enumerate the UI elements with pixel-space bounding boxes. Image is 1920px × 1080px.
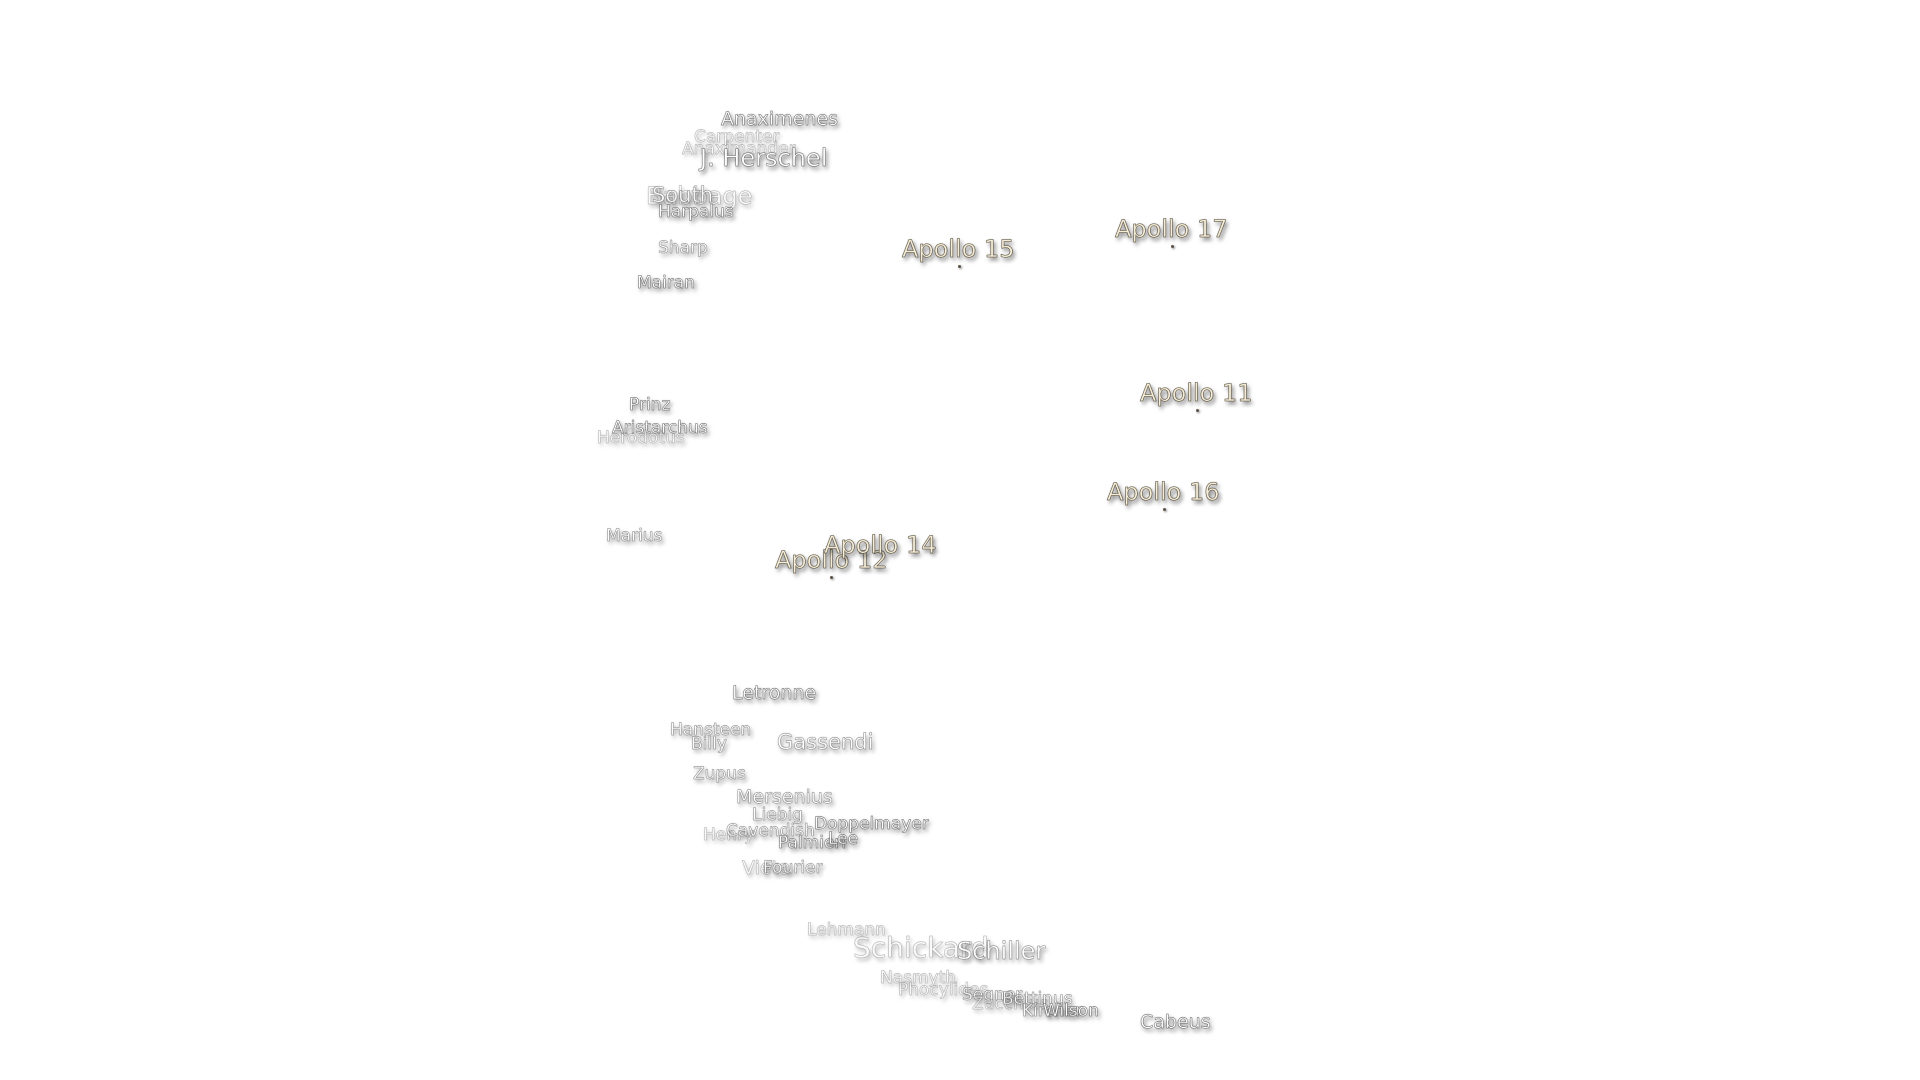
feature-label-billy[interactable]: Billy bbox=[691, 734, 727, 754]
landing-site-marker-apollo-11[interactable] bbox=[1196, 409, 1199, 412]
feature-label-segner[interactable]: Segner bbox=[962, 985, 1023, 1005]
feature-label-lehmann[interactable]: Lehmann bbox=[807, 920, 886, 940]
feature-label-schiller[interactable]: Schiller bbox=[957, 937, 1046, 965]
feature-label-prinz[interactable]: Prinz bbox=[629, 395, 671, 415]
feature-label-sharp[interactable]: Sharp bbox=[658, 238, 708, 258]
feature-label-marius[interactable]: Marius bbox=[606, 526, 663, 546]
landing-site-label-apollo-12[interactable]: Apollo 12 bbox=[775, 546, 888, 574]
landing-site-label-apollo-16[interactable]: Apollo 16 bbox=[1107, 478, 1220, 506]
feature-label-aristarchus[interactable]: Aristarchus bbox=[612, 418, 708, 438]
feature-label-carpenter[interactable]: Carpenter bbox=[694, 127, 780, 147]
landing-site-marker-apollo-15[interactable] bbox=[958, 265, 961, 268]
feature-label-mairan[interactable]: Mairan bbox=[637, 273, 695, 293]
feature-label-phocylides[interactable]: Phocylides bbox=[898, 980, 989, 1000]
feature-label-kircher[interactable]: Kircher bbox=[1022, 1001, 1083, 1021]
feature-label-lee[interactable]: Lee bbox=[828, 829, 859, 849]
feature-label-gassendi[interactable]: Gassendi bbox=[777, 730, 874, 754]
feature-label-hansteen[interactable]: Hansteen bbox=[670, 720, 752, 740]
feature-label-anaximenes[interactable]: Anaximenes bbox=[721, 108, 839, 130]
feature-label-schickard[interactable]: Schickard bbox=[853, 931, 989, 964]
landing-site-label-apollo-15[interactable]: Apollo 15 bbox=[902, 235, 1015, 263]
feature-label-vieta[interactable]: Vieta bbox=[742, 857, 791, 879]
feature-label-wilson[interactable]: Wilson bbox=[1043, 1001, 1099, 1021]
feature-label-cabeus[interactable]: Cabeus bbox=[1140, 1011, 1211, 1033]
landing-site-marker-apollo-12[interactable] bbox=[830, 576, 833, 579]
feature-label-letronne[interactable]: Letronne bbox=[732, 682, 817, 704]
feature-label-doppelmayer[interactable]: Doppelmayer bbox=[814, 814, 929, 834]
feature-label-herodotus[interactable]: Herodotus bbox=[597, 428, 685, 448]
feature-label-babbage[interactable]: Babbage bbox=[646, 182, 753, 210]
feature-label-henry[interactable]: Henry bbox=[703, 825, 755, 845]
feature-label-mersenius[interactable]: Mersenius bbox=[736, 786, 833, 808]
feature-label-south[interactable]: South bbox=[652, 183, 714, 207]
feature-label-zupus[interactable]: Zupus bbox=[693, 764, 746, 784]
feature-label-zucchius[interactable]: Zucchius bbox=[972, 994, 1049, 1014]
landing-site-label-apollo-11[interactable]: Apollo 11 bbox=[1140, 379, 1253, 407]
landing-site-label-apollo-14[interactable]: Apollo 14 bbox=[824, 531, 937, 559]
feature-label-fourier[interactable]: Fourier bbox=[763, 858, 823, 878]
feature-label-anaximander[interactable]: Anaximander bbox=[682, 139, 796, 159]
feature-label-bettinus[interactable]: Bettinus bbox=[1002, 989, 1073, 1009]
feature-label-palmieri[interactable]: Palmieri bbox=[778, 833, 847, 853]
landing-site-label-apollo-17[interactable]: Apollo 17 bbox=[1115, 215, 1228, 243]
landing-site-marker-apollo-17[interactable] bbox=[1171, 245, 1174, 248]
feature-label-cavendish[interactable]: Cavendish bbox=[726, 821, 815, 841]
feature-label-j-herschel[interactable]: J. Herschel bbox=[700, 144, 828, 172]
landing-site-marker-apollo-16[interactable] bbox=[1163, 508, 1166, 511]
feature-label-harpalus[interactable]: Harpalus bbox=[658, 202, 734, 222]
feature-label-liebig[interactable]: Liebig bbox=[752, 805, 803, 825]
feature-label-nasmyth[interactable]: Nasmyth bbox=[880, 968, 957, 988]
